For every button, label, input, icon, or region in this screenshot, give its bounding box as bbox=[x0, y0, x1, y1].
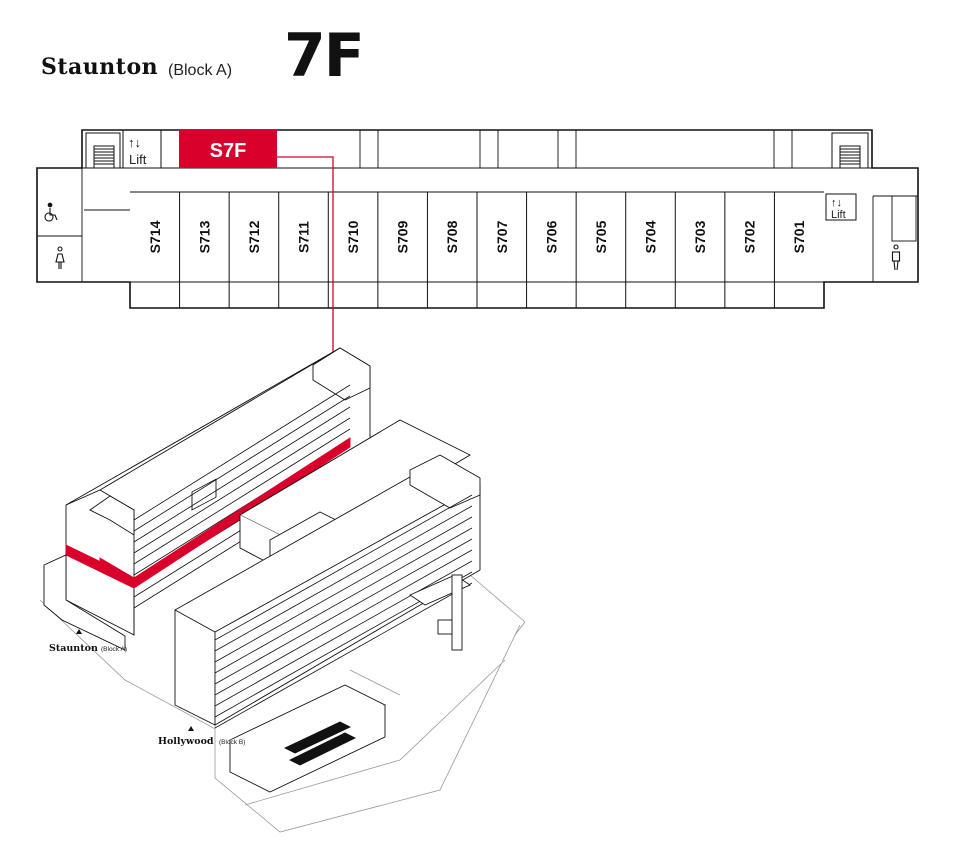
floor-line bbox=[133, 395, 351, 532]
highlight-tag: S7F bbox=[210, 140, 247, 162]
location-triangle-icon bbox=[76, 629, 82, 634]
block-subtitle: (Block A) bbox=[168, 62, 233, 79]
room-label: S705 bbox=[593, 220, 609, 253]
room-labels: S714 S713 S712 S711 S710 S709 S708 S707 S706 S705… bbox=[147, 220, 807, 253]
room-label: S711 bbox=[296, 221, 312, 253]
room-label: S707 bbox=[494, 220, 510, 253]
location-triangle-icon bbox=[188, 726, 194, 731]
room-label: S712 bbox=[246, 220, 262, 253]
floor-line bbox=[214, 516, 473, 663]
block-b-marker: Hollywood (Block B) bbox=[158, 726, 245, 747]
room-label: S703 bbox=[692, 220, 708, 253]
room-label: S708 bbox=[444, 220, 460, 253]
female-toilet-icon bbox=[55, 246, 65, 269]
floor-line bbox=[214, 582, 473, 729]
room-label: S710 bbox=[345, 220, 361, 253]
block-name: Staunton bbox=[41, 54, 159, 80]
lift-label: Lift bbox=[129, 152, 147, 167]
stairs-icon bbox=[85, 132, 869, 169]
lift-2: ↑↓ Lift bbox=[831, 197, 846, 221]
block-a-sub: (Block A) bbox=[101, 646, 127, 653]
floor-title: 7F bbox=[284, 21, 365, 91]
floor-line bbox=[214, 494, 473, 641]
room-partitions bbox=[179, 192, 775, 308]
room-label: S713 bbox=[196, 220, 212, 253]
lift-arrows-icon: ↑↓ bbox=[831, 197, 842, 209]
block-b-sub: (Block B) bbox=[219, 739, 245, 746]
accessible-toilet-icon bbox=[44, 202, 58, 222]
block-b-label: Hollywood bbox=[158, 736, 214, 747]
lift-arrows-icon: ↑↓ bbox=[128, 135, 141, 150]
male-toilet-icon bbox=[891, 244, 901, 271]
floor-line bbox=[133, 384, 351, 521]
highlight-area bbox=[179, 130, 277, 168]
floor-line bbox=[214, 560, 473, 707]
floor-line bbox=[214, 549, 473, 696]
block-a-marker: Staunton (Block A) bbox=[49, 629, 127, 654]
building-model bbox=[39, 347, 526, 833]
floor-line bbox=[133, 406, 351, 543]
room-label: S714 bbox=[147, 220, 163, 253]
room-label: S701 bbox=[791, 220, 807, 253]
lift-1: ↑↓ Lift bbox=[128, 135, 147, 167]
floor-line bbox=[214, 505, 473, 652]
room-label: S702 bbox=[742, 220, 758, 253]
block-a-label: Staunton bbox=[49, 643, 98, 654]
floor-line bbox=[133, 428, 351, 565]
room-label: S704 bbox=[643, 220, 659, 253]
leader-line bbox=[277, 156, 334, 443]
floor-line bbox=[214, 527, 473, 674]
room-label: S706 bbox=[543, 220, 559, 253]
floor-line bbox=[214, 538, 473, 685]
room-label: S709 bbox=[395, 220, 411, 253]
floor-line bbox=[133, 417, 351, 554]
lift-label: Lift bbox=[831, 209, 846, 221]
